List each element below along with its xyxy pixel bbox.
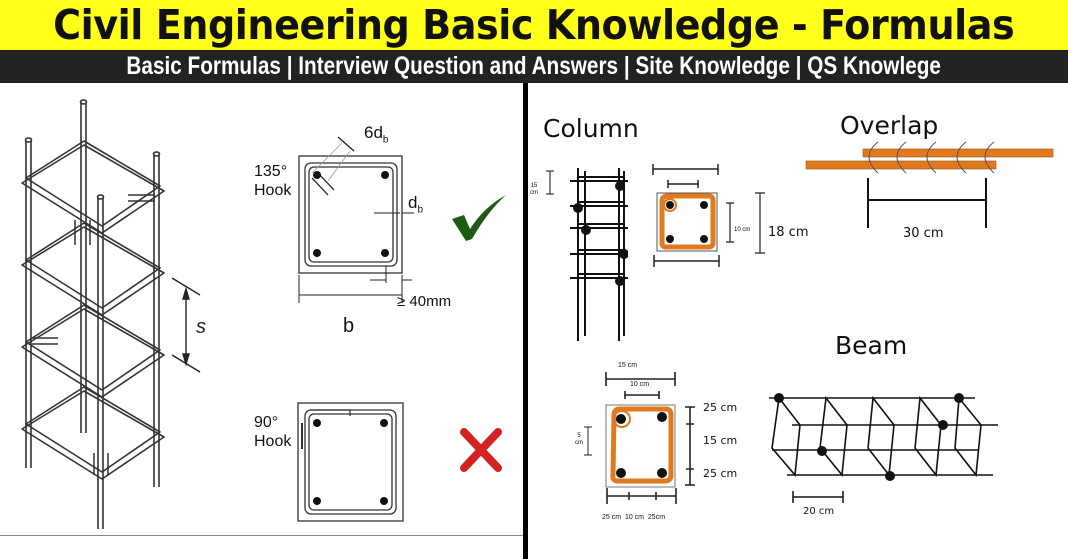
beam-title: Beam xyxy=(835,331,908,360)
beam-section-left-unit: cm xyxy=(575,440,583,446)
column-spacing-label: 15 cm xyxy=(530,183,538,197)
beam-spacing: 20 cm xyxy=(803,506,835,517)
extension-sub: b xyxy=(382,134,389,146)
beam-section-top-inner: 10 cm xyxy=(630,381,650,388)
baseline-rule xyxy=(0,535,523,536)
beam-section-right-top: 25 cm xyxy=(703,401,738,414)
beam-section-right-mid: 15 cm xyxy=(703,434,738,447)
column-title: Column xyxy=(543,114,639,143)
beam-elevation-drawing xyxy=(769,393,998,503)
panel-divider xyxy=(523,83,528,559)
beam-section-drawing xyxy=(584,372,695,488)
cross-icon xyxy=(460,428,502,472)
overlap-length: 30 cm xyxy=(903,226,944,241)
overlap-title: Overlap xyxy=(840,111,939,140)
rebar-cage-drawing: s xyxy=(21,99,206,529)
hook-135-angle: 135° xyxy=(254,163,288,180)
width-label: b xyxy=(343,315,355,337)
hook-135-text: Hook xyxy=(254,182,292,199)
hook-90-angle: 90° xyxy=(254,414,279,431)
spacing-label: s xyxy=(196,316,206,338)
left-panel: s 135° Hook xyxy=(0,83,523,559)
hook-135-label: 135° Hook xyxy=(254,162,291,200)
column-spacing-unit: cm xyxy=(530,190,538,196)
beam-section-bottom-dim xyxy=(606,488,677,504)
checkmark-icon xyxy=(452,195,506,241)
subtitle-banner: Basic Formulas | Interview Question and … xyxy=(0,50,1068,83)
beam-section-bottom-labels: 25 cm 10 cm 25cm xyxy=(602,514,666,521)
overlap-drawing xyxy=(805,141,1054,228)
bar-dia-sub: b xyxy=(417,204,424,216)
hook-135-drawing xyxy=(298,136,414,303)
page-title: Civil Engineering Basic Knowledge - Form… xyxy=(53,1,1015,49)
beam-section-left: 5 cm xyxy=(575,433,583,447)
extension-text: 6d xyxy=(364,123,383,142)
extension-label: 6db xyxy=(364,123,388,145)
bar-diameter-label: db xyxy=(408,193,423,215)
hook-90-label: 90° Hook xyxy=(254,413,291,451)
column-outer-dim: 18 cm xyxy=(768,225,809,240)
column-inner-dim: 10 cm xyxy=(734,227,751,233)
hook-90-drawing xyxy=(297,402,404,522)
column-elevation-drawing xyxy=(546,168,628,341)
cover-label: ≥ 40mm xyxy=(397,293,452,310)
title-banner: Civil Engineering Basic Knowledge - Form… xyxy=(0,0,1068,50)
column-spacing-value: 15 xyxy=(530,183,538,189)
beam-section-left-value: 5 xyxy=(577,433,581,439)
hook-90-text: Hook xyxy=(254,433,292,450)
beam-section-right-bottom: 25 cm xyxy=(703,467,738,480)
beam-section-top-outer: 15 cm xyxy=(618,362,638,369)
page-subtitle: Basic Formulas | Interview Question and … xyxy=(126,52,942,80)
right-panel: Column Overlap Beam 15 cm xyxy=(528,83,1068,559)
column-section-drawing xyxy=(652,164,765,267)
bar-dia-text: d xyxy=(408,193,418,212)
